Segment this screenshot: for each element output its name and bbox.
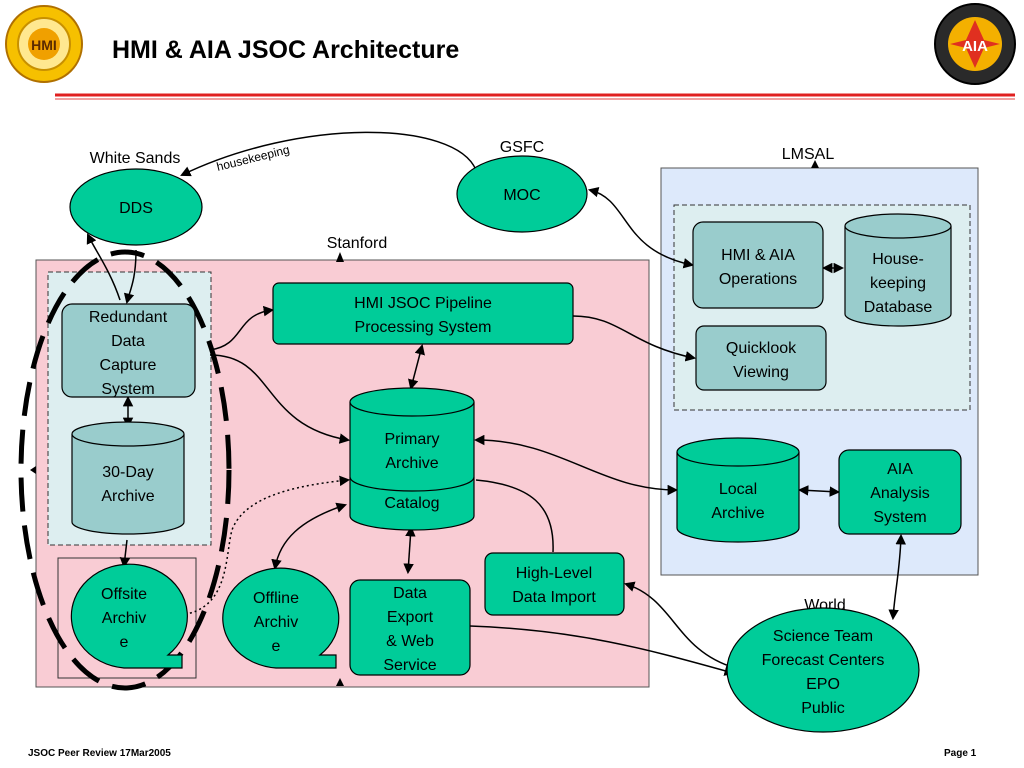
local-archive-node[interactable]: Local Archive	[676, 437, 800, 543]
svg-text:Catalog: Catalog	[384, 495, 439, 512]
high-level-import-node[interactable]: High-Level Data Import	[484, 552, 625, 616]
svg-text:& Web: & Web	[386, 633, 434, 650]
stanford-tick-icon	[336, 252, 344, 262]
left-tick-icon	[30, 466, 36, 474]
footer-left: JSOC Peer Review 17Mar2005	[28, 748, 171, 759]
svg-text:Science Team: Science Team	[773, 628, 873, 645]
housekeeping-label: housekeeping	[215, 142, 291, 174]
svg-text:AIA: AIA	[962, 38, 988, 55]
label-lmsal: LMSAL	[782, 146, 835, 163]
footer-page-number: Page 1	[944, 748, 977, 759]
label-stanford: Stanford	[327, 235, 387, 252]
svg-text:Data: Data	[111, 333, 145, 350]
svg-text:System: System	[873, 509, 926, 526]
svg-text:HMI JSOC Pipeline: HMI JSOC Pipeline	[354, 295, 492, 312]
label-white-sands: White Sands	[90, 150, 181, 167]
connectors	[86, 131, 906, 676]
svg-text:Archive: Archive	[101, 488, 154, 505]
svg-text:keeping: keeping	[870, 275, 926, 292]
svg-text:AIA: AIA	[887, 461, 913, 478]
svg-text:Archive: Archive	[385, 455, 438, 472]
redundant-capture-node[interactable]: Redundant Data Capture System	[61, 303, 196, 398]
redundant-path-ellipse	[18, 249, 232, 691]
catalog-offline-link	[271, 502, 347, 571]
svg-text:Archive: Archive	[711, 505, 764, 522]
housekeeping-database-node[interactable]: House- keeping Database	[844, 213, 952, 327]
analysis-world-link	[888, 533, 906, 621]
svg-text:Processing System: Processing System	[355, 319, 492, 336]
quicklook-node[interactable]: Quicklook Viewing	[695, 325, 827, 391]
housekeeping-link	[180, 131, 477, 177]
catalog-import-link	[475, 479, 554, 553]
local-analysis-link	[797, 485, 841, 497]
data-export-node[interactable]: Data Export & Web Service	[349, 579, 471, 676]
aia-logo: AIA	[934, 3, 1016, 85]
svg-text:Operations: Operations	[719, 271, 797, 288]
svg-text:House-: House-	[872, 251, 924, 268]
export-world-link	[469, 625, 736, 676]
catalog-export-link	[403, 525, 416, 575]
capture-pipeline-link	[209, 305, 275, 351]
svg-text:30-Day: 30-Day	[102, 464, 154, 481]
svg-text:Analysis: Analysis	[870, 485, 930, 502]
svg-text:Capture: Capture	[100, 357, 157, 374]
svg-text:e: e	[120, 634, 129, 651]
svg-text:Archiv: Archiv	[102, 610, 146, 627]
moc-operations-link	[587, 186, 695, 269]
svg-text:Viewing: Viewing	[733, 364, 789, 381]
bottom-tick-icon	[336, 678, 344, 686]
moc-node[interactable]: MOC	[456, 155, 588, 233]
capture-dds-link	[86, 233, 121, 301]
svg-text:HMI: HMI	[31, 37, 57, 53]
svg-text:e: e	[272, 638, 281, 655]
svg-text:System: System	[101, 381, 154, 398]
page-title: HMI & AIA JSOC Architecture	[112, 36, 460, 64]
svg-text:DDS: DDS	[119, 200, 153, 217]
svg-text:Archiv: Archiv	[254, 614, 298, 631]
world-users-node[interactable]: Science Team Forecast Centers EPO Public	[726, 607, 920, 733]
dds-node[interactable]: DDS	[69, 168, 203, 246]
svg-text:Primary: Primary	[384, 431, 439, 448]
import-world-link	[624, 581, 736, 669]
pipeline-primary-link	[408, 343, 425, 391]
label-gsfc: GSFC	[500, 139, 544, 156]
capture-primary-link	[209, 354, 351, 444]
pipeline-node[interactable]: HMI JSOC Pipeline Processing System	[272, 282, 574, 345]
svg-text:HMI & AIA: HMI & AIA	[721, 247, 795, 264]
catalog-node[interactable]: Catalog	[384, 495, 439, 512]
svg-text:Redundant: Redundant	[89, 309, 168, 326]
offsite-archive-node[interactable]: Offsite Archiv e	[70, 563, 188, 669]
svg-text:MOC: MOC	[503, 187, 540, 204]
offsite-primary-dotted-link	[179, 475, 351, 616]
svg-text:High-Level: High-Level	[516, 565, 592, 582]
primary-local-link	[473, 434, 679, 496]
lmsal-tick-icon	[811, 160, 819, 168]
thirty-day-archive-node[interactable]: 30-Day Archive	[71, 421, 185, 535]
svg-text:Offsite: Offsite	[101, 586, 147, 603]
aia-analysis-node[interactable]: AIA Analysis System	[838, 449, 962, 535]
primary-archive-node[interactable]: Primary Archive	[349, 387, 475, 531]
operations-node[interactable]: HMI & AIA Operations	[692, 221, 824, 309]
svg-text:Offline: Offline	[253, 590, 299, 607]
svg-text:Public: Public	[801, 700, 845, 717]
svg-text:Service: Service	[383, 657, 436, 674]
svg-text:Database: Database	[864, 299, 933, 316]
svg-text:Quicklook: Quicklook	[726, 340, 797, 357]
offline-archive-node[interactable]: Offline Archiv e	[222, 567, 340, 669]
svg-text:Data: Data	[393, 585, 427, 602]
svg-text:Export: Export	[387, 609, 434, 626]
svg-text:Forecast Centers: Forecast Centers	[762, 652, 885, 669]
hmi-logo: HMI	[5, 5, 83, 83]
svg-text:Local: Local	[719, 481, 757, 498]
pipeline-quicklook-link	[572, 315, 697, 362]
30day-offsite-link	[119, 539, 131, 569]
svg-text:EPO: EPO	[806, 676, 840, 693]
svg-text:Data Import: Data Import	[512, 589, 596, 606]
dds-capture-link	[123, 249, 137, 305]
